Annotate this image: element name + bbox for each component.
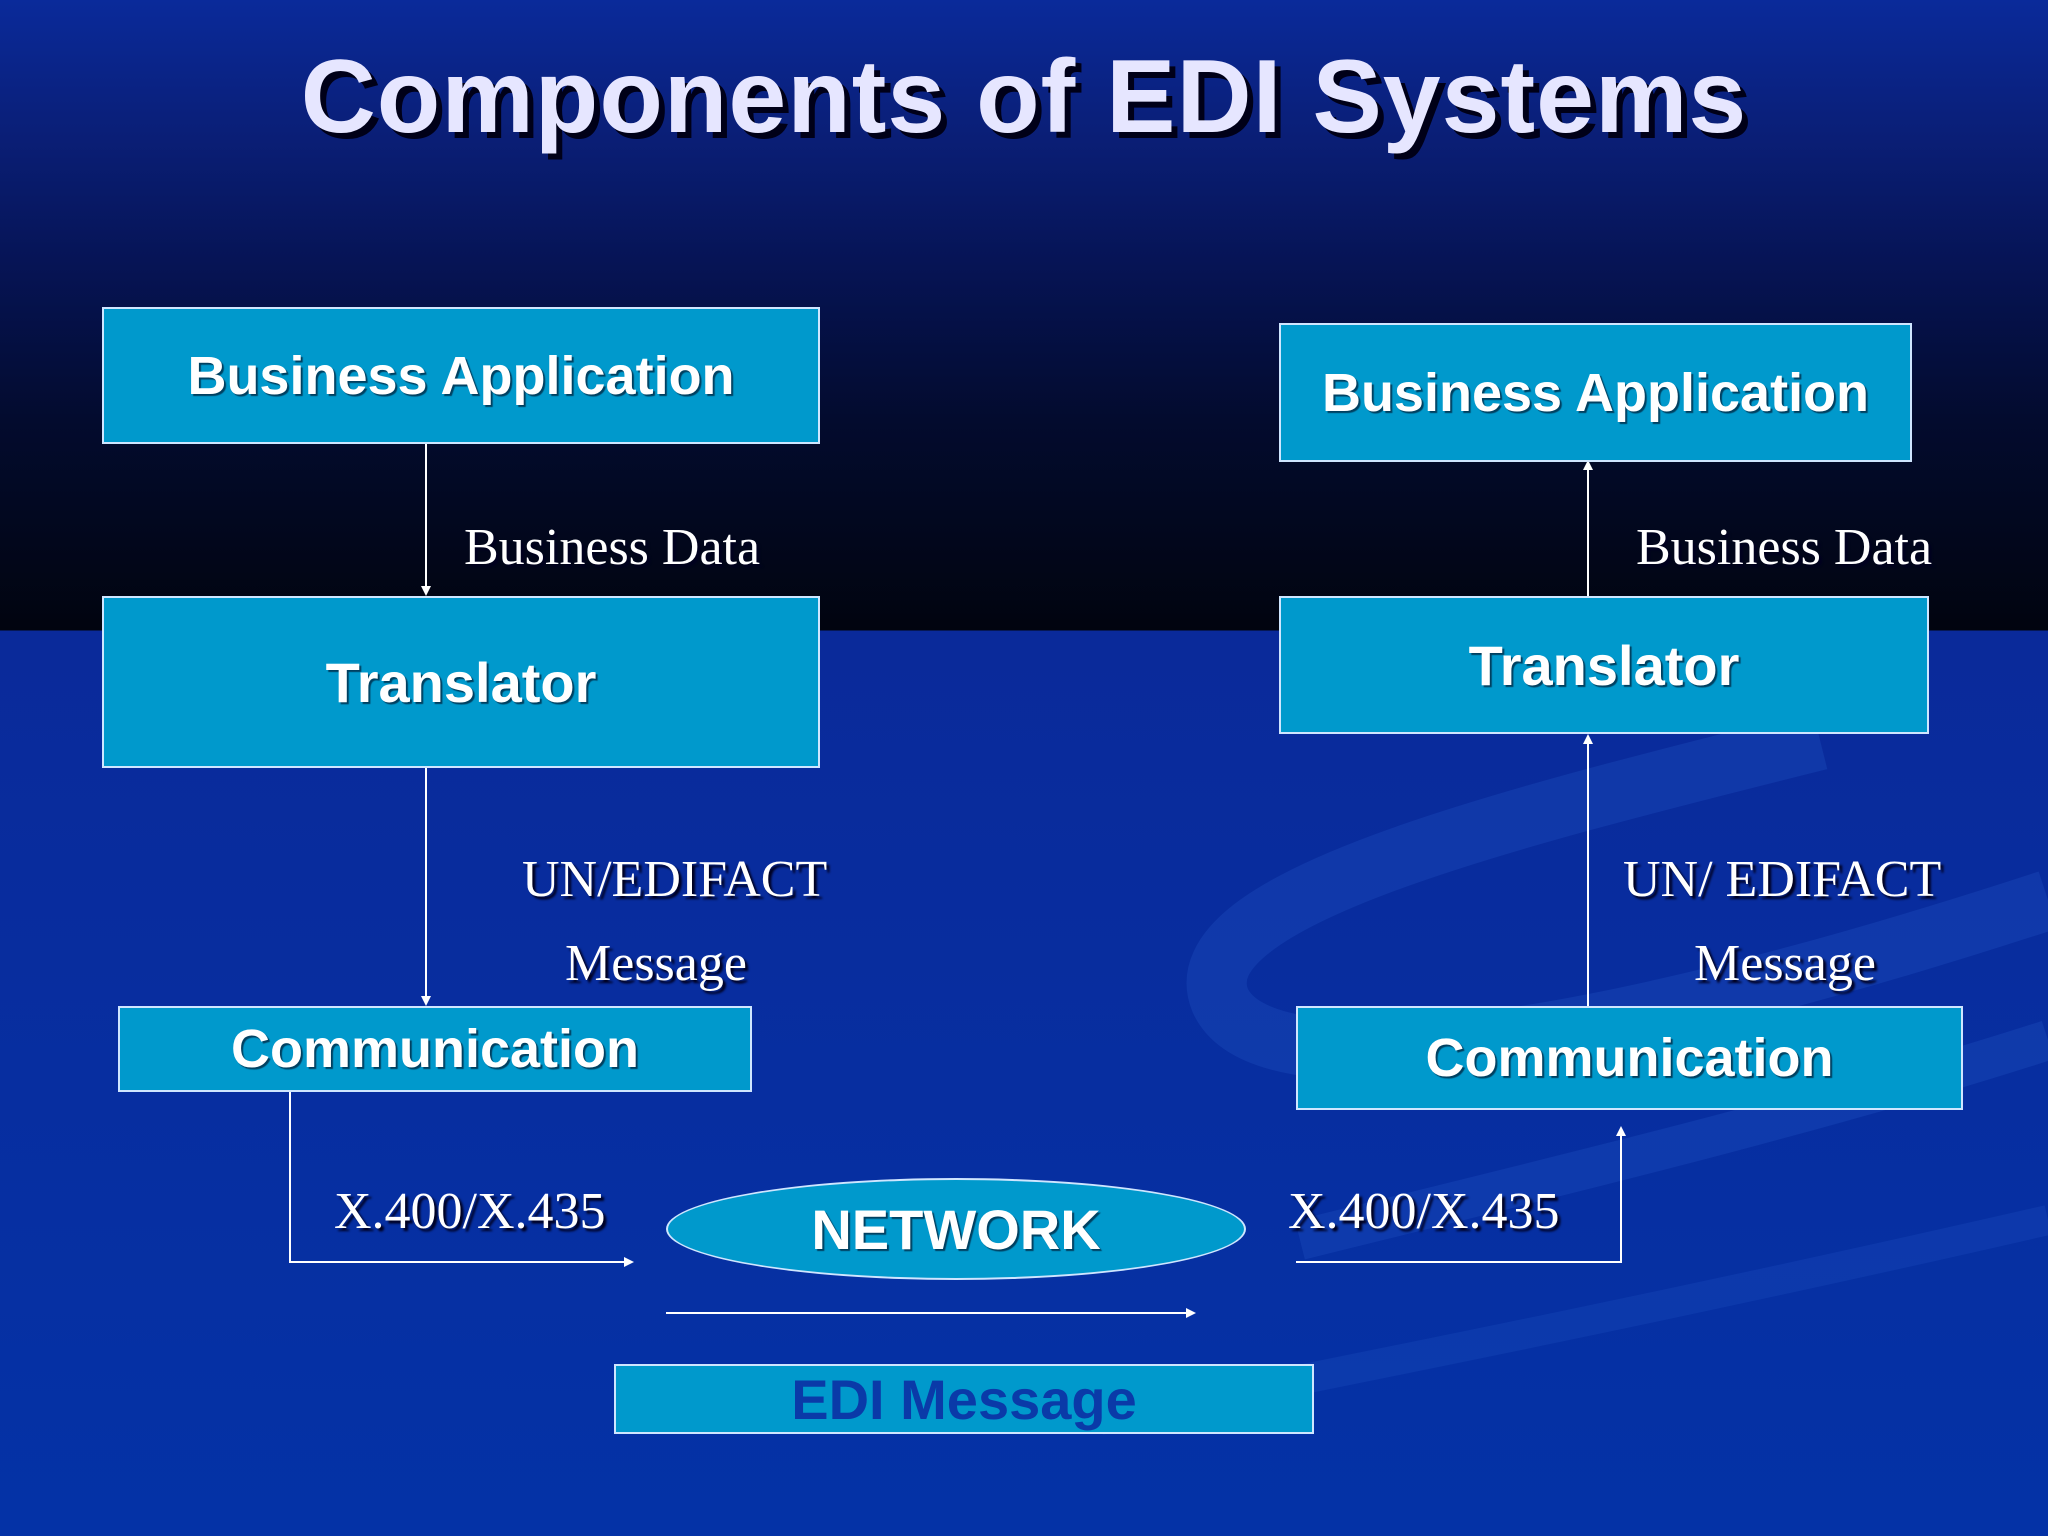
left-message-label: Message <box>565 935 747 992</box>
arrow-left-communication-to-network <box>289 1092 634 1267</box>
right-business-data-label: Business Data <box>1636 519 1933 576</box>
right-translator-label: Translator <box>1468 633 1740 697</box>
right-communication-label: Communication <box>1425 1028 1834 1088</box>
right-communication-box: Communication <box>1296 1006 1963 1110</box>
left-business-application-box: Business Application <box>102 307 820 444</box>
left-translator-label: Translator <box>325 650 597 714</box>
right-protocol-label: X.400/X.435 <box>1288 1183 1560 1240</box>
right-message-label: Message <box>1694 935 1876 992</box>
left-translator-box: Translator <box>102 596 820 768</box>
left-communication-label: Communication <box>230 1019 639 1079</box>
network-ellipse: NETWORK <box>666 1178 1246 1280</box>
arrow-right-network-to-communication <box>1296 1126 1626 1263</box>
right-business-application-box: Business Application <box>1279 323 1912 462</box>
right-business-application-label: Business Application <box>1321 362 1870 423</box>
right-edifact-label: UN/ EDIFACT <box>1623 851 1942 908</box>
left-edifact-label: UN/EDIFACT <box>522 851 828 908</box>
right-translator-box: Translator <box>1279 596 1929 734</box>
left-business-application-label: Business Application <box>187 345 735 406</box>
left-business-data-label: Business Data <box>464 519 761 576</box>
left-protocol-label: X.400/X.435 <box>334 1183 606 1240</box>
edi-message-box: EDI Message <box>614 1364 1314 1434</box>
slide-title: Components of EDI Systems <box>300 39 1748 155</box>
left-communication-box: Communication <box>118 1006 752 1092</box>
network-label: NETWORK <box>811 1197 1101 1261</box>
edi-message-label: EDI Message <box>791 1367 1137 1431</box>
